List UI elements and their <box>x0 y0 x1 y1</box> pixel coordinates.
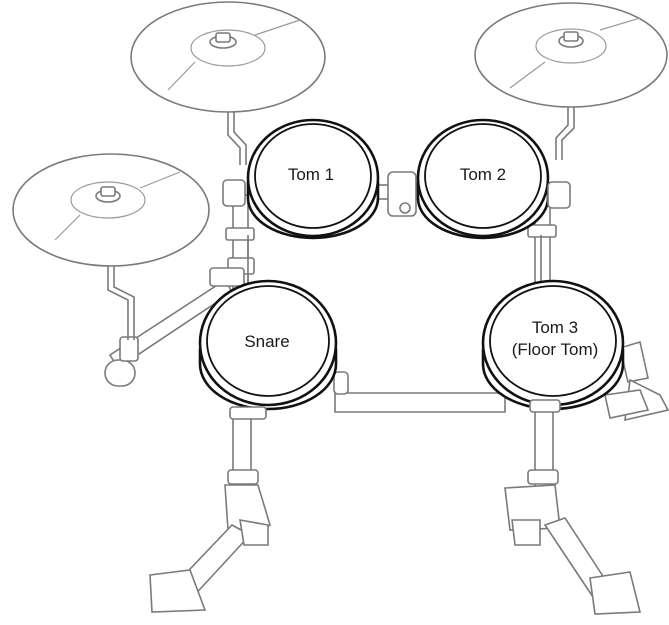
cymbal-top-right <box>475 3 667 107</box>
cymbal-top-left <box>131 2 325 112</box>
pad-tom3-label-line1: Tom 3 <box>532 318 578 337</box>
snare-bottom-clamp <box>230 407 266 419</box>
left-leg-lock <box>240 520 268 545</box>
left-cymbal-rod <box>108 258 128 340</box>
left-leg <box>150 412 270 612</box>
boom-arm-endcap <box>105 360 135 386</box>
boom-arm-joint <box>210 268 244 286</box>
right-leg-clamp <box>528 470 558 484</box>
cymbal-top-left-nut-top <box>216 33 230 42</box>
tom3-bottom-clamp <box>530 400 560 412</box>
right-leg <box>505 405 640 614</box>
snare-side-clamp <box>334 372 348 394</box>
pad-snare-label: Snare <box>244 332 289 351</box>
cymbal-top-left-disc <box>131 2 325 112</box>
pad-tom3-label-line2: (Floor Tom) <box>512 340 599 359</box>
left-leg-clamp <box>228 470 258 484</box>
center-clamp-knob <box>400 203 410 213</box>
boom-arm-clamp <box>120 337 138 361</box>
pad-snare: Snare <box>200 281 336 409</box>
left-post-clamp <box>226 228 254 240</box>
right-foot <box>590 572 640 614</box>
cymbal-top-right-nut-top <box>564 32 578 41</box>
pad-tom2: Tom 2 <box>418 120 548 238</box>
tom2-side-clamp <box>548 182 570 208</box>
pad-tom2-label: Tom 2 <box>460 165 506 184</box>
pad-tom1: Tom 1 <box>248 120 378 238</box>
lower-rail <box>335 393 505 412</box>
cymbal-left-disc <box>13 154 209 266</box>
left-cymbal-rod-2 <box>114 258 134 340</box>
right-leg-lock <box>512 520 540 545</box>
right-post-clamp <box>528 225 556 237</box>
cymbal-left <box>13 154 209 266</box>
pad-tom3: Tom 3 (Floor Tom) <box>483 281 623 409</box>
pad-tom1-label: Tom 1 <box>288 165 334 184</box>
tom1-side-clamp <box>223 180 245 206</box>
cymbal-left-nut-top <box>101 187 115 196</box>
